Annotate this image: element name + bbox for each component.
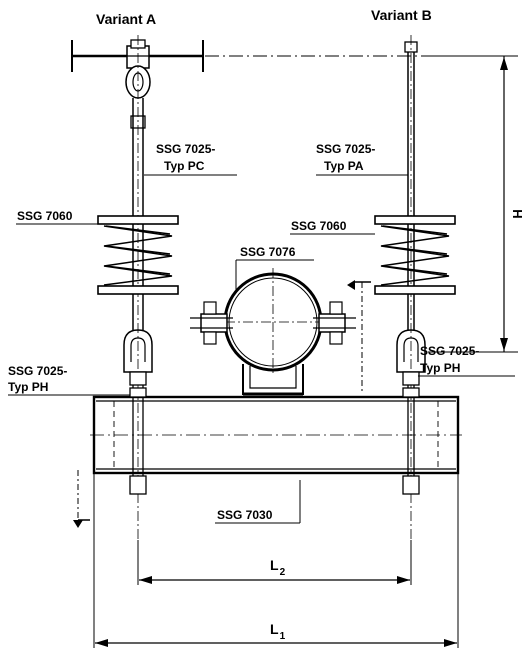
label-typ-ph-b: Typ PH (420, 361, 460, 375)
label-ssg-7025-typ-ph-a-line1: SSG 7025- (8, 364, 67, 378)
dimension-l2-label: L2 (270, 557, 286, 578)
section-marker-upper (347, 280, 371, 392)
leader-lines (8, 174, 515, 524)
pipe-clamp (190, 268, 356, 396)
dimension-l2 (137, 540, 412, 585)
heading-variant-b: Variant B (371, 7, 432, 23)
label-ssg-7060-a: SSG 7060 (17, 209, 73, 223)
heading-variant-a: Variant A (96, 11, 156, 27)
label-ssg-7076: SSG 7076 (240, 245, 296, 259)
height-dimension (428, 55, 518, 353)
label-ssg-7025-typ-ph-b-line1: SSG 7025- (420, 344, 479, 358)
dimension-l1-label: L1 (270, 621, 286, 642)
variant-a-hanger (121, 35, 155, 372)
spring-variant-b (374, 215, 456, 295)
dimension-l1 (93, 473, 459, 648)
variant-b-hanger (404, 35, 418, 372)
section-marker-lower (73, 470, 90, 528)
label-typ-pc: Typ PC (164, 159, 205, 173)
label-ssg-7060-b: SSG 7060 (291, 219, 347, 233)
label-typ-pa: Typ PA (324, 159, 364, 173)
spring-variant-a (97, 215, 179, 295)
lower-clevis-variant-a (123, 329, 153, 386)
dimension-h-label: H (510, 209, 525, 218)
label-ssg-7030: SSG 7030 (217, 508, 273, 522)
label-ssg-7025-typ-pc-line1: SSG 7025- (156, 142, 215, 156)
cross-beam (90, 385, 462, 540)
label-typ-ph-a: Typ PH (8, 380, 48, 394)
label-ssg-7025-typ-pa-line1: SSG 7025- (316, 142, 375, 156)
